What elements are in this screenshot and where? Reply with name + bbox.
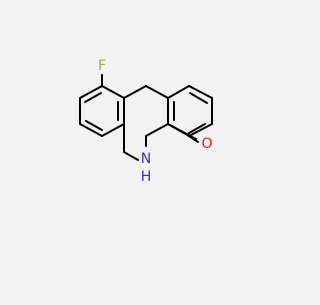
bond-c2-c6 [145,123,169,137]
bond-ring-c4-c3 [188,123,213,137]
bond-c10a-c10b [123,85,147,99]
bond-c10b-c1-f [101,85,125,99]
bond-ring-c1-c6 [167,85,190,99]
bond-left-c1-c2-inner [84,92,102,103]
bond-left-c3-c4 [79,123,103,137]
bond-c1-c10a [145,85,169,99]
bond-left-c1-c2 [79,85,103,99]
molecule-canvas: F N H O [0,0,300,300]
bond-n-c4a [123,151,139,161]
bond-ring-c6-c5 [188,85,213,99]
oxygen-label: O [201,136,212,152]
bond-ring-c6-c5-inner [189,92,208,104]
hydrogen-label: H [141,169,152,185]
molecule-structure: F N H O [0,0,300,300]
bond-left-c4-c4a [101,123,125,137]
nitrogen-label: N [141,151,151,167]
background [0,0,300,300]
bond-left-c3-c4-inner [85,120,103,131]
fluorine-label: F [98,58,106,74]
bonds [79,74,213,161]
bond-ring-c4-c3-inner [188,123,206,134]
bond-carbonyl-1 [188,135,199,143]
